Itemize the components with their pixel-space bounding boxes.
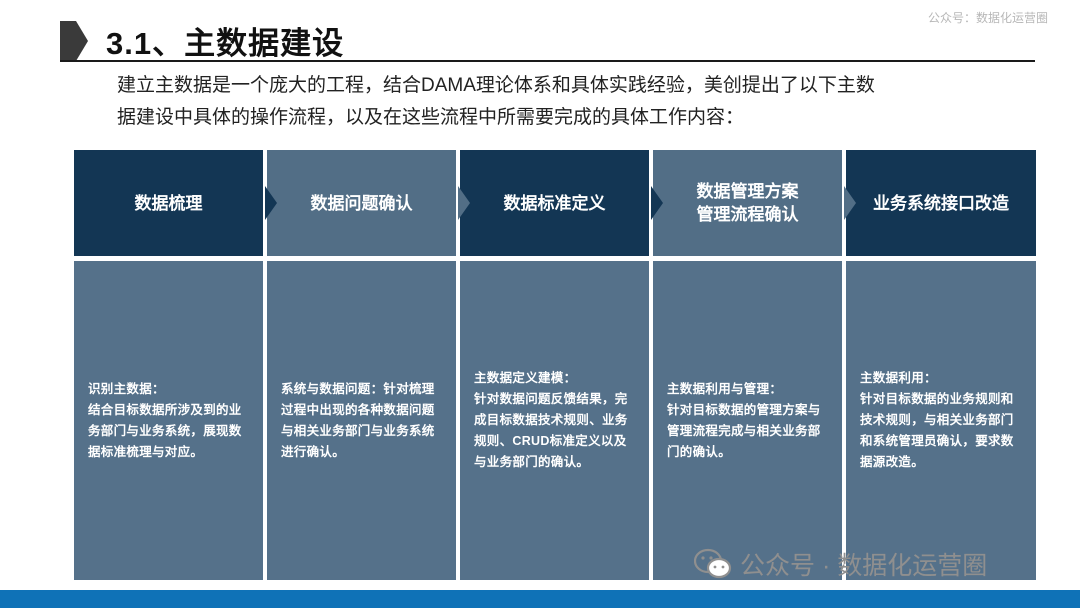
intro-line: 据建设中具体的操作流程，以及在这些流程中所需要完成的具体工作内容： bbox=[117, 107, 745, 128]
step-header-label: 业务系统接口改造 bbox=[873, 193, 1009, 213]
step-body-text: 针对目标数据的管理方案与管理流程完成与相关业务部门的确认。 bbox=[667, 402, 821, 459]
step-header-label: 数据标准定义 bbox=[503, 193, 606, 213]
step-body-text: 主数据定义建模： bbox=[474, 371, 577, 385]
step-body-text: 结合目标数据所涉及到的业务部门与业务系统，展现数据标准梳理与对应。 bbox=[88, 402, 242, 459]
step-body-text: 主数据利用： bbox=[860, 371, 937, 385]
step-header-label: 数据问题确认 bbox=[310, 193, 413, 213]
step-body-4: 主数据利用与管理： 针对目标数据的管理方案与管理流程完成与相关业务部门的确认。 bbox=[653, 261, 842, 580]
chevron-arrow-icon bbox=[844, 186, 856, 220]
step-body-text: 识别主数据： bbox=[88, 381, 165, 396]
step-body-3: 主数据定义建模： 针对数据问题反馈结果，完成目标数据技术规则、业务规则、CRUD… bbox=[460, 261, 649, 580]
title-marker-icon bbox=[60, 21, 88, 61]
step-header-2: 数据问题确认 bbox=[267, 150, 456, 256]
step-header-3: 数据标准定义 bbox=[460, 150, 649, 256]
watermark-bottom: 公众号 · 数据化运营圈 bbox=[694, 546, 987, 582]
intro-line: 建立主数据是一个庞大的工程，结合DAMA理论体系和具体实践经验，美创提出了以下主… bbox=[117, 75, 875, 96]
watermark-bottom-text: 公众号 · 数据化运营圈 bbox=[740, 552, 988, 580]
title-divider bbox=[60, 60, 1035, 62]
step-body-text: 针对目标数据的业务规则和技术规则，与相关业务部门和系统管理员确认，要求数据源改造… bbox=[860, 392, 1014, 469]
step-body-text: 针对数据问题反馈结果，完成目标数据技术规则、业务规则、CRUD标准定义以及与业务… bbox=[474, 392, 628, 469]
intro-text: 建立主数据是一个庞大的工程，结合DAMA理论体系和具体实践经验，美创提出了以下主… bbox=[117, 70, 947, 134]
step-body-text: 系统与数据问题：针对梳理过程中出现的各种数据问题与相关业务部门与业务系统进行确认… bbox=[281, 381, 435, 459]
watermark-top: 公众号：数据化运营圈 bbox=[928, 11, 1049, 25]
step-header-label: 管理流程确认 bbox=[696, 205, 799, 224]
step-header-4: 数据管理方案 管理流程确认 bbox=[653, 150, 842, 256]
step-header-1: 数据梳理 bbox=[74, 150, 263, 256]
chevron-arrow-icon bbox=[651, 186, 663, 220]
step-header-label: 数据管理方案 bbox=[696, 182, 799, 201]
step-body-5: 主数据利用： 针对目标数据的业务规则和技术规则，与相关业务部门和系统管理员确认，… bbox=[846, 261, 1036, 580]
page-title: 3.1、主数据建设 bbox=[106, 26, 345, 61]
step-header-label: 数据梳理 bbox=[134, 193, 203, 213]
step-body-2: 系统与数据问题：针对梳理过程中出现的各种数据问题与相关业务部门与业务系统进行确认… bbox=[267, 261, 456, 580]
bottom-accent-bar bbox=[0, 590, 1080, 608]
chevron-arrow-icon bbox=[265, 186, 277, 220]
step-body-1: 识别主数据： 结合目标数据所涉及到的业务部门与业务系统，展现数据标准梳理与对应。 bbox=[74, 261, 263, 580]
wechat-icon bbox=[694, 548, 732, 579]
step-header-5: 业务系统接口改造 bbox=[846, 150, 1036, 256]
chevron-arrow-icon bbox=[458, 186, 470, 220]
step-body-text: 主数据利用与管理： bbox=[667, 381, 783, 396]
